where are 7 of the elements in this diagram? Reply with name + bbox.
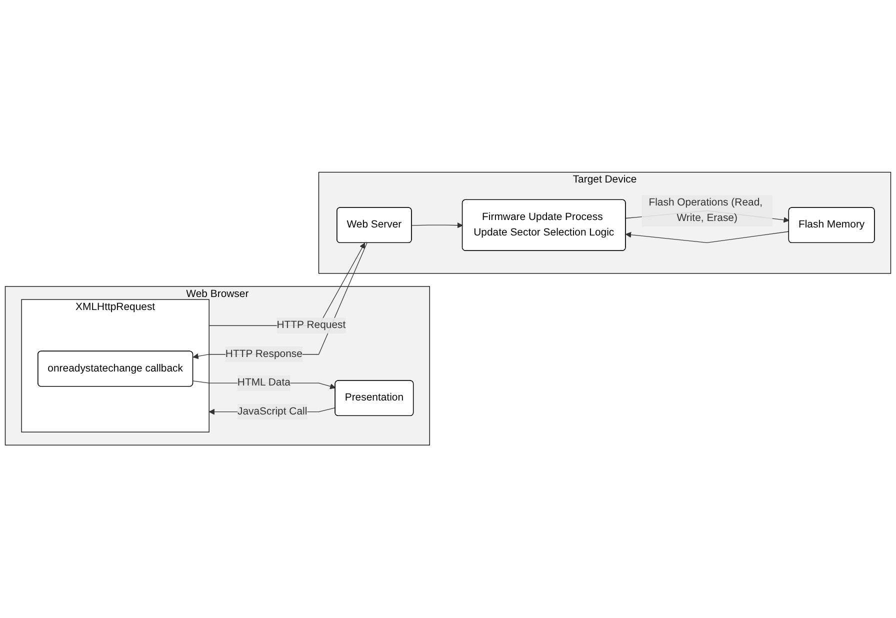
- edge-label: Flash Operations (Read, Write, Erase): [648, 197, 763, 224]
- edge-label: HTML Data: [237, 378, 290, 389]
- edge-label: JavaScript Call: [237, 406, 308, 418]
- edge-label: HTTP Response: [225, 348, 302, 360]
- arrow: [411, 222, 463, 229]
- arrow: [626, 232, 790, 244]
- edge-label: HTTP Request: [276, 320, 346, 332]
